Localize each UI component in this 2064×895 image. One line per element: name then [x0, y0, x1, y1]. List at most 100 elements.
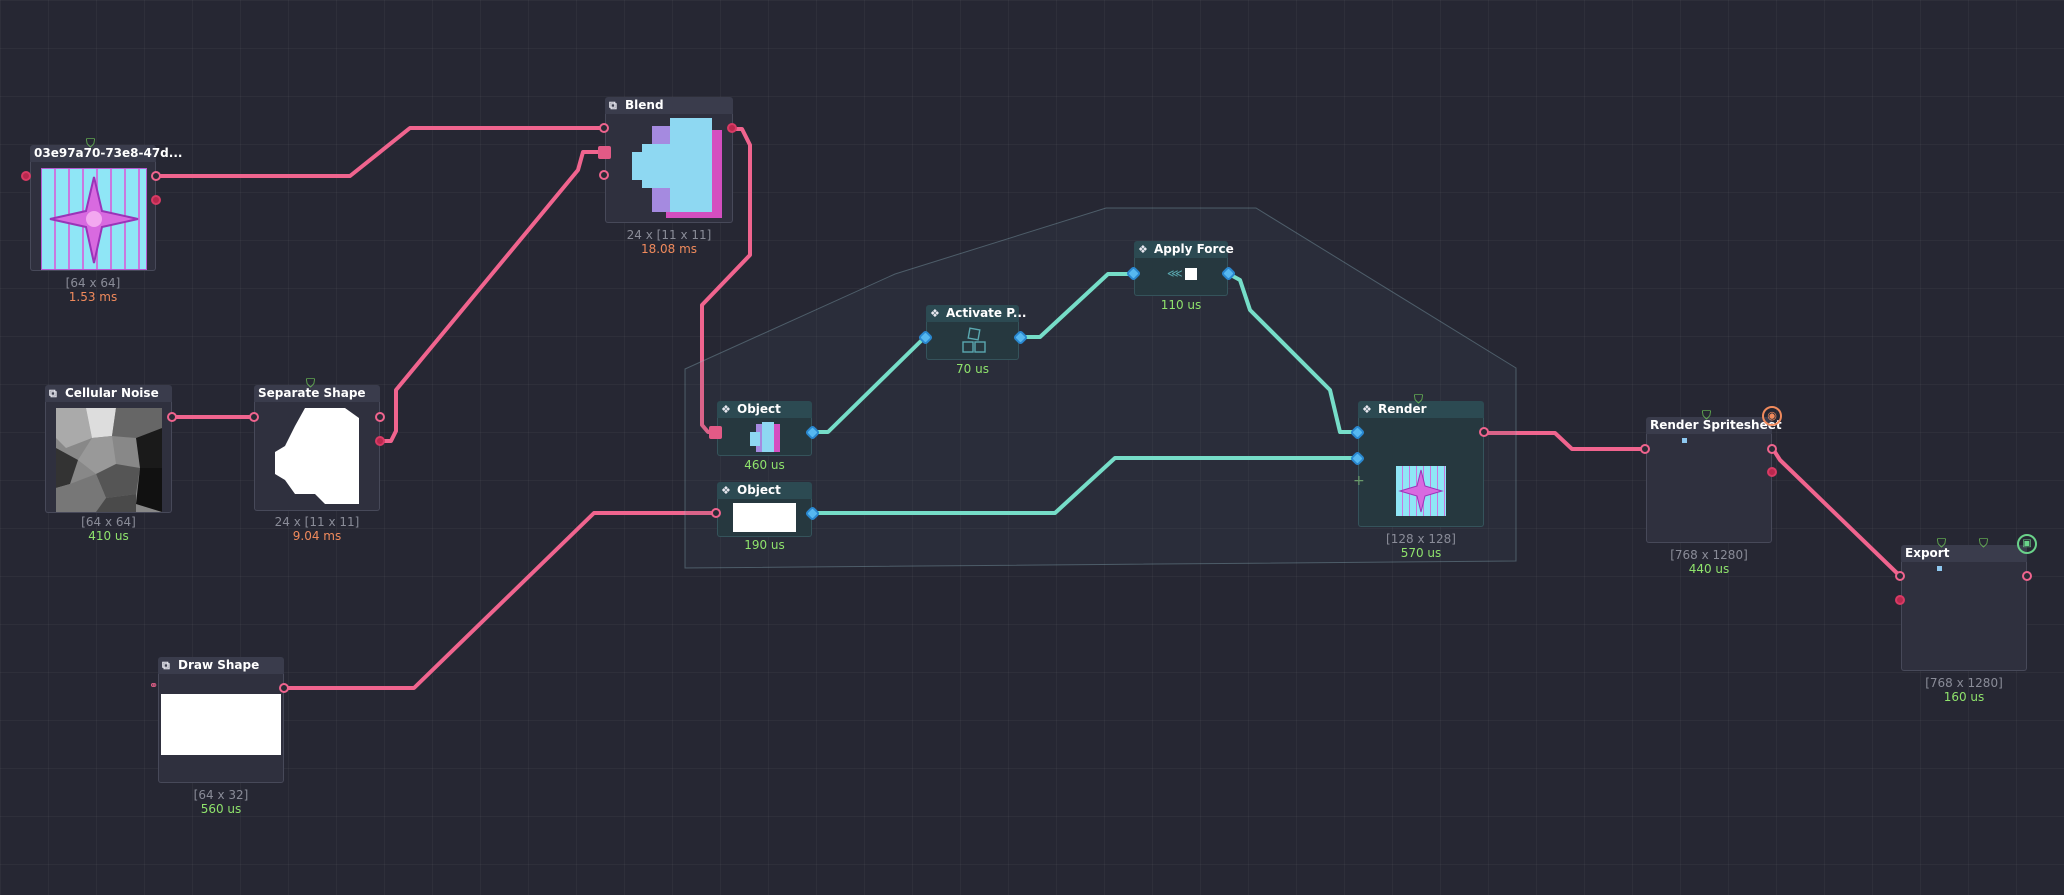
star-sprite-icon: [1398, 469, 1444, 513]
image-output-port[interactable]: [151, 171, 161, 181]
render-spritesheet-title: Render Spritesheet: [1646, 417, 1782, 434]
draw-shape-body: [158, 674, 284, 783]
star-sprite-icon: [49, 176, 139, 264]
render-spritesheet-body: [1646, 434, 1772, 543]
export-node-body: [1901, 562, 2027, 671]
image-socket-icon[interactable]: [598, 146, 611, 159]
separate-shape-output-port-2[interactable]: [375, 436, 385, 446]
object-node-2-title: ❖Object: [717, 482, 812, 499]
shield-icon: ⛉: [306, 376, 316, 390]
stacked-frames-icon: ⧉: [49, 387, 57, 400]
export-input-port[interactable]: [1895, 571, 1905, 581]
blend-input-port-3[interactable]: [599, 170, 609, 180]
draw-shape-meta: [64 x 32]560 us: [193, 788, 249, 816]
cellular-noise-meta: [64 x 64]410 us: [81, 515, 136, 543]
object-node-1-body: [717, 418, 812, 456]
render-node[interactable]: ❖Render ⛉ +: [1349, 393, 1489, 527]
particle-cubes-icon: [962, 327, 986, 353]
draw-shape-node[interactable]: ⧉Draw Shape ⚭: [149, 657, 289, 783]
render-meta: [128 x 128]570 us: [1386, 532, 1456, 560]
object-1-meta: 460 us: [744, 458, 785, 472]
activate-node[interactable]: ❖Activate P...: [917, 305, 1029, 360]
image-node-meta: [64 x 64]1.53 ms: [65, 276, 121, 304]
eye-icon[interactable]: ◉: [1762, 406, 1782, 426]
draw-shape-output-port[interactable]: [279, 683, 289, 693]
stacked-frames-icon: ⧉: [609, 99, 617, 112]
export-node[interactable]: Export ⛉ ⛉ ▣: [1895, 534, 2037, 671]
force-icon: ⋘: [1167, 266, 1197, 282]
export-input-port-2[interactable]: [1895, 595, 1905, 605]
apply-force-node[interactable]: ❖Apply Force ⋘: [1125, 241, 1237, 296]
separate-shape-node[interactable]: Separate Shape ⛉: [249, 377, 385, 511]
activate-node-title: ❖Activate P...: [926, 305, 1027, 322]
blend-node-meta: 24 x [11 x 11]18.08 ms: [626, 228, 712, 256]
separate-shape-input-port[interactable]: [249, 412, 259, 422]
image-node-title: 03e97a70-73e8-47d...: [30, 145, 182, 162]
image-socket-icon[interactable]: [709, 426, 722, 439]
render-spritesheet-meta: [768 x 1280]440 us: [1670, 548, 1748, 576]
blend-output-port[interactable]: [727, 123, 737, 133]
separate-shape-body: [254, 402, 380, 511]
apply-force-body: ⋘: [1134, 258, 1228, 296]
object-2-input-port[interactable]: [711, 508, 721, 518]
shield-icon: ⛉: [1979, 536, 1989, 550]
save-badge-icon[interactable]: ▣: [2017, 534, 2037, 554]
particle-cubes-icon: ❖: [721, 484, 731, 497]
apply-force-meta: 110 us: [1160, 298, 1202, 312]
cellular-noise-node[interactable]: ⧉Cellular Noise: [45, 385, 177, 513]
stacked-frames-icon: ⧉: [162, 659, 170, 672]
particle-cubes-icon: ❖: [1138, 243, 1148, 256]
activate-node-body: [926, 322, 1019, 360]
render-output-port[interactable]: [1479, 427, 1489, 437]
blend-input-port[interactable]: [599, 123, 609, 133]
render-spritesheet-output-port[interactable]: [1767, 444, 1777, 454]
plus-icon[interactable]: +: [1353, 473, 1365, 489]
object-2-meta: 190 us: [744, 538, 785, 552]
render-node-body: [1358, 418, 1484, 527]
shield-icon: ⛉: [1414, 392, 1424, 406]
export-node-title: Export: [1901, 545, 2027, 562]
export-output-port[interactable]: [2022, 571, 2032, 581]
object-node-1-title: ❖Object: [717, 401, 812, 418]
blend-node-title: ⧉Blend: [605, 97, 733, 114]
apply-force-title: ❖Apply Force: [1134, 241, 1234, 258]
render-spritesheet-node[interactable]: Render Spritesheet ⛉ ◉: [1640, 406, 1782, 543]
activate-meta: 70 us: [956, 362, 989, 376]
cellular-noise-body: [45, 402, 172, 513]
object-1-preview: [750, 422, 780, 452]
image-node-body: [30, 162, 156, 271]
object-node-2[interactable]: ❖Object: [711, 482, 821, 537]
blend-layers-preview: [632, 118, 722, 218]
image-node[interactable]: 03e97a70-73e8-47d... ⛉: [21, 137, 182, 271]
render-node-title: ❖Render: [1358, 401, 1484, 418]
draw-shape-title: ⧉Draw Shape: [158, 657, 284, 674]
export-meta: [768 x 1280]160 us: [1925, 676, 2003, 704]
particle-cubes-icon: ❖: [721, 403, 731, 416]
render-preview: [1396, 466, 1446, 516]
shield-icon: ⛉: [1702, 408, 1712, 422]
blend-node-body: [605, 114, 733, 223]
draw-shape-preview: [161, 694, 281, 755]
blend-node[interactable]: ⧉Blend: [598, 97, 737, 223]
separate-shape-meta: 24 x [11 x 11]9.04 ms: [274, 515, 360, 543]
render-spritesheet-input-port[interactable]: [1640, 444, 1650, 454]
link-icon[interactable]: ⚭: [149, 679, 159, 692]
object-node-1[interactable]: ❖Object: [709, 401, 821, 456]
image-input-port[interactable]: [21, 171, 31, 181]
separate-shape-output-port[interactable]: [375, 412, 385, 422]
image-preview: [41, 168, 147, 270]
particle-cubes-icon: ❖: [1362, 403, 1372, 416]
cellular-noise-preview: [56, 408, 162, 512]
spritesheet-preview: [1682, 438, 1687, 443]
separate-shape-preview: [275, 408, 359, 504]
export-preview: [1937, 566, 1942, 571]
cellular-noise-title: ⧉Cellular Noise: [45, 385, 172, 402]
cellular-noise-output-port[interactable]: [167, 412, 177, 422]
shield-icon: ⛉: [1937, 536, 1947, 550]
separate-shape-title: Separate Shape: [254, 385, 380, 402]
shield-icon: ⛉: [86, 136, 96, 150]
image-output-port-2[interactable]: [151, 195, 161, 205]
object-node-2-body: [717, 499, 812, 537]
render-spritesheet-output-port-2[interactable]: [1767, 467, 1777, 477]
